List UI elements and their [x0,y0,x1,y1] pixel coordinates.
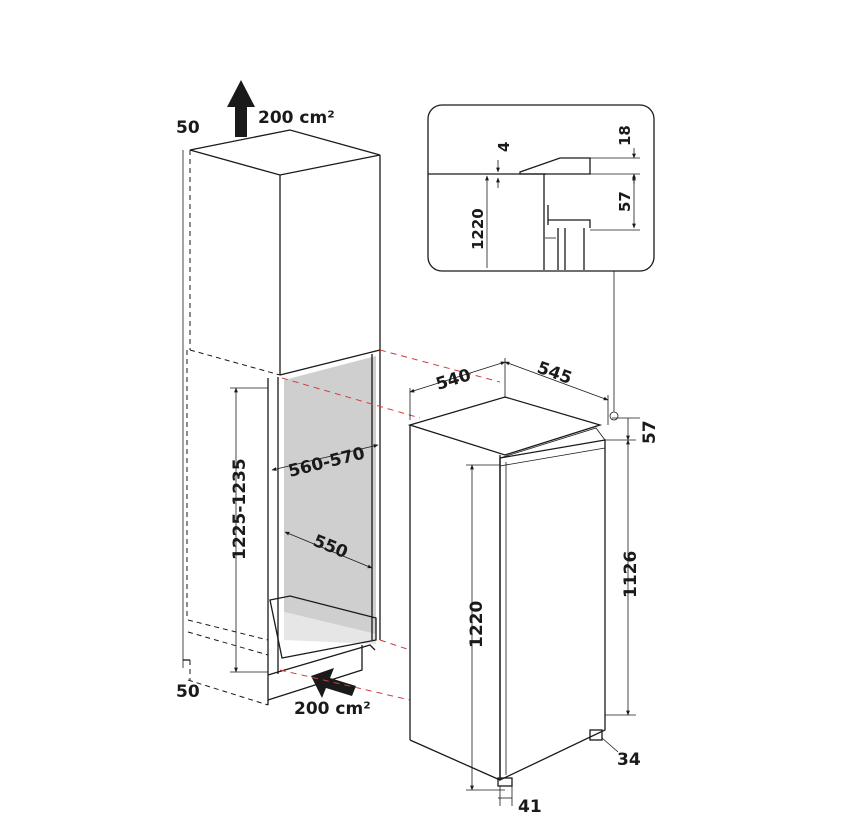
detail-hinge-label: 57 [616,191,634,212]
appliance-foot [497,777,513,787]
vent-top-label: 200 cm² [258,108,335,128]
niche-back-wall [284,356,376,634]
niche-height-label: 1225-1235 [230,458,250,560]
door-bottom-label: 34 [617,750,641,770]
hinge-height-label: 57 [640,420,660,444]
detail-height-label: 1220 [469,208,487,250]
cabinet-top-face [189,129,381,176]
detail-gap-label: 4 [495,142,513,152]
vent-arrow-top [227,80,255,137]
detail-pointer-icon [609,411,619,421]
door-height-label: 1126 [621,551,641,598]
vent-arrow-bottom [311,668,356,698]
door-offset-label: 41 [518,797,542,817]
appliance-foot [589,729,603,741]
detail-top-label: 18 [616,125,634,146]
detail-callout [427,104,655,421]
gap-top-label: 50 [176,118,200,138]
appliance-depth-label: 545 [534,358,574,389]
gap-bottom-label: 50 [176,682,200,702]
vent-bottom-label: 200 cm² [294,699,371,719]
detail-frame [427,104,655,272]
cabinet [182,129,381,706]
appliance-width-label: 540 [434,365,474,395]
appliance-top [407,396,603,456]
niche-floor [269,595,377,659]
appliance-door [499,439,606,782]
appliance-height-label: 1220 [467,601,487,648]
appliance [407,358,640,806]
